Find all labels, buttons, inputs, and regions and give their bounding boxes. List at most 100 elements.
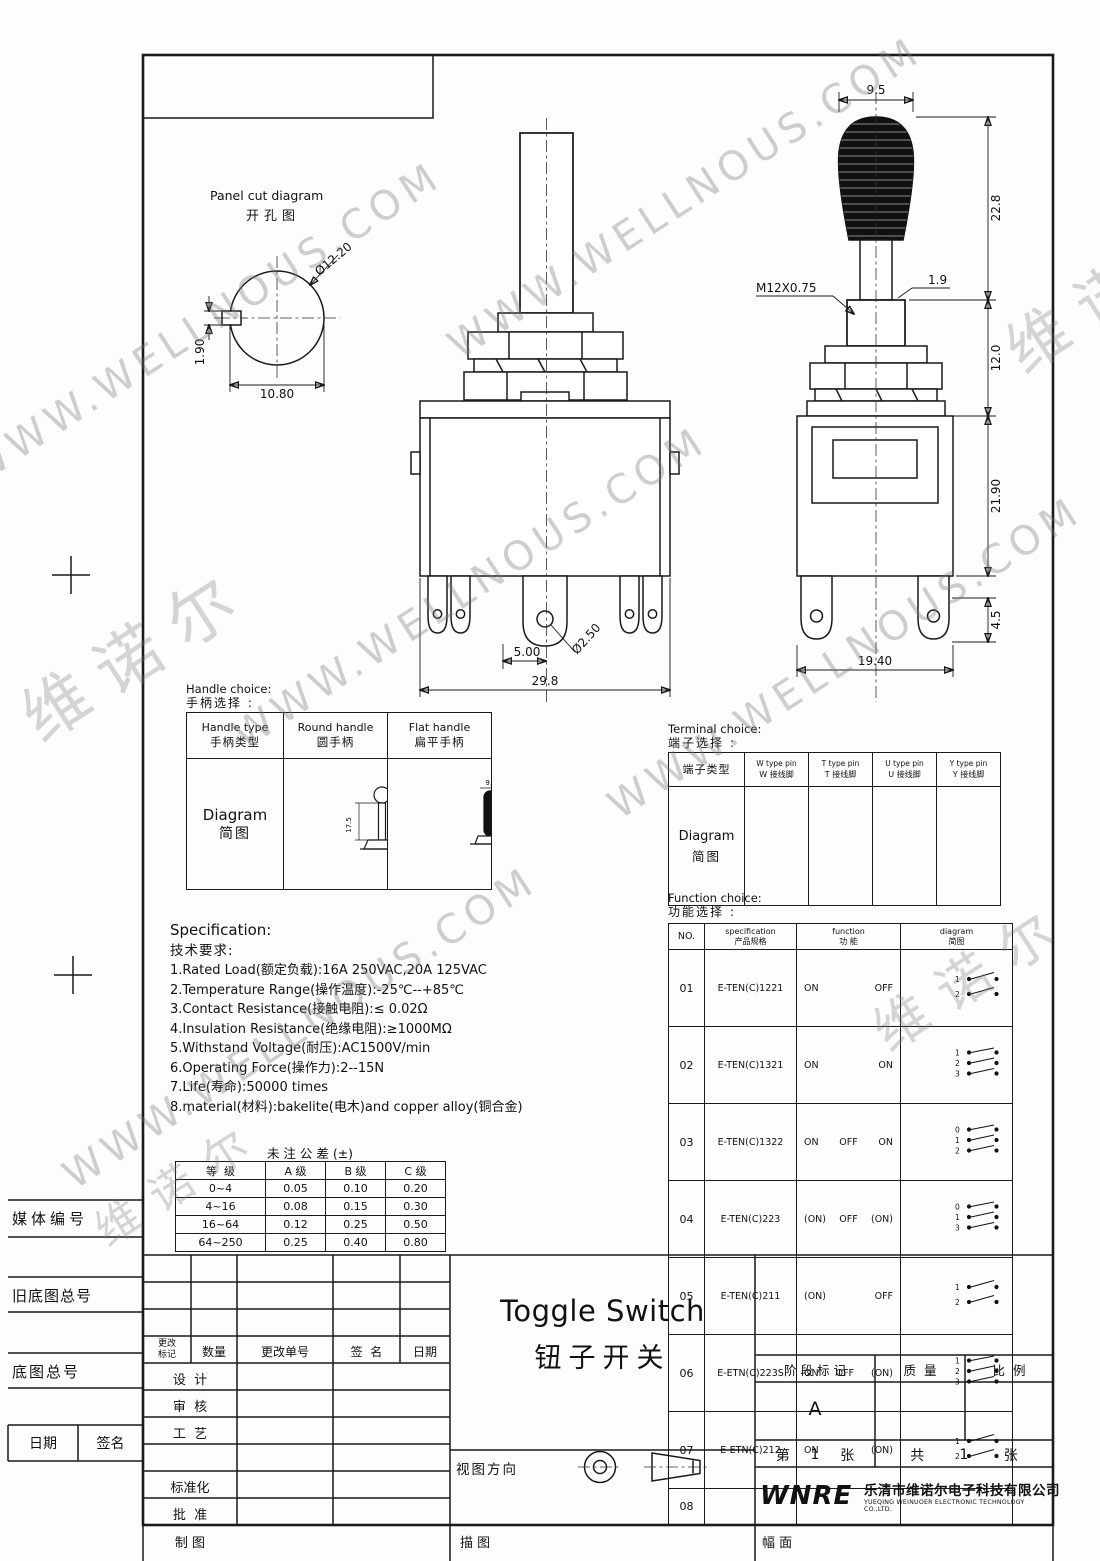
u-pin-cn: U 接线脚 xyxy=(888,769,921,779)
spec-item-7: 7.Life(寿命):50000 times xyxy=(170,1080,328,1095)
fn-06-f3: (ON) xyxy=(871,1367,893,1379)
fn-04-function: (ON)OFF(ON) xyxy=(796,1180,901,1258)
panel-cut-dia-dim: Ø12.20 xyxy=(312,239,355,278)
fn-03-no: 03 xyxy=(668,1103,705,1181)
tol-h-c: C 级 xyxy=(385,1161,446,1180)
spec-title-cn: 技术要求: xyxy=(170,943,234,959)
handle-diagram-cn: 简图 xyxy=(219,825,251,842)
spec-item-6: 6.Operating Force(操作力):2--15N xyxy=(170,1060,385,1076)
specification-block: Specification: 技术要求: 1.Rated Load(额定负载):… xyxy=(170,920,610,1117)
y-pin-en: Y type pin xyxy=(949,759,988,769)
flat-handle-diagram: 9.5 22.8 xyxy=(387,758,492,890)
margin-date: 日期 xyxy=(29,1436,57,1452)
function-choice-title-en: Function choice: xyxy=(668,891,762,905)
function-row-05: 05 E-TEN(C)211 (ON)OFF 1 2 xyxy=(668,1257,1013,1335)
svg-text:1: 1 xyxy=(955,1049,960,1058)
svg-text:1: 1 xyxy=(955,975,960,984)
spec-item-1: 1.Rated Load(额定负载):16A 250VAC,20A 125VAC xyxy=(170,963,487,978)
fn-03-diagram: 0 1 2 xyxy=(900,1103,1013,1181)
fn-02-diagram: 1 2 3 xyxy=(900,1026,1013,1104)
fn-05-spec: E-TEN(C)211 xyxy=(704,1257,797,1335)
fn-01-f1: ON xyxy=(804,982,819,994)
fn-06-diagram: 1 2 3 xyxy=(900,1334,1013,1412)
rev-mark-label: 更改标记 xyxy=(157,1339,176,1360)
product-title-cn: 钮子开关 xyxy=(534,1343,671,1374)
fn-04-f2: OFF xyxy=(839,1213,858,1225)
fn-08-spec xyxy=(704,1488,797,1525)
fn-03-f2: OFF xyxy=(839,1136,858,1148)
fn-01-no: 01 xyxy=(668,949,705,1027)
side-bush-dim: 12.0 xyxy=(989,345,1003,372)
panel-cut-notch-dim: 1.90 xyxy=(193,339,207,366)
rev-date-label: 日期 xyxy=(412,1345,437,1359)
handle-choice-title: Handle choice: 手柄选择 : xyxy=(186,682,272,710)
t-pin-diagram: 8.0 6.3 xyxy=(808,786,873,906)
round-handle-en: Round handle xyxy=(297,721,374,734)
fn-08-diagram xyxy=(900,1488,1013,1525)
svg-text:2: 2 xyxy=(955,1298,960,1307)
margin-old-base: 旧底图总号 xyxy=(12,1287,93,1305)
spec-item-2: 2.Temperature Range(操作温度):-25℃--+85℃ xyxy=(170,982,464,998)
fn-func-cn: 功 能 xyxy=(839,936,858,946)
fn-05-f3: OFF xyxy=(874,1290,893,1302)
stage-value: A xyxy=(808,1398,822,1420)
front-view: 5.00 Ø2.50 29.8 xyxy=(410,118,680,702)
function-row-07: 07 E-ETN(C)212 ON(ON) 1 2 xyxy=(668,1411,1013,1489)
tol-h-grade: 等 级 xyxy=(175,1161,266,1180)
approve-label: 批 准 xyxy=(172,1508,208,1523)
fn-04-no: 04 xyxy=(668,1180,705,1258)
draw-label: 制 图 xyxy=(174,1536,206,1551)
side-handle-width-dim: 9.5 xyxy=(866,83,885,97)
trace-label: 描 图 xyxy=(460,1536,491,1551)
y-pin-diagram: 13.1 4.8 xyxy=(936,786,1001,906)
fn-02-f1: ON xyxy=(804,1059,819,1071)
fn-diag-cn: 简图 xyxy=(948,936,965,946)
tol-h-b: B 级 xyxy=(325,1161,386,1180)
spec-item-3: 3.Contact Resistance(接触电阻):≤ 0.02Ω xyxy=(170,1002,428,1017)
panel-cut-width-dim: 10.80 xyxy=(260,387,294,401)
fn-spec-en: specification xyxy=(725,927,776,936)
company-logo: WNRE xyxy=(760,1481,853,1511)
fn-05-diagram: 1 2 xyxy=(900,1257,1013,1335)
fn-03-f3: ON xyxy=(878,1136,893,1148)
tolerance-title: 未 注 公 差 (±) xyxy=(266,1146,354,1161)
handle-choice-title-cn: 手柄选择 : xyxy=(186,695,254,710)
handle-type-cn: 手柄类型 xyxy=(210,735,260,749)
fn-no-label: NO. xyxy=(677,931,696,942)
svg-text:1: 1 xyxy=(955,1136,960,1145)
handle-choice-title-en: Handle choice: xyxy=(186,682,272,696)
svg-text:2: 2 xyxy=(955,1367,960,1376)
fn-05-no: 05 xyxy=(668,1257,705,1335)
svg-text:3: 3 xyxy=(955,1378,960,1387)
side-holepos-dim: 4.5 xyxy=(989,610,1003,629)
fn-07-no: 07 xyxy=(668,1411,705,1489)
function-row-04: 04 E-TEN(C)223 (ON)OFF(ON) 0 1 3 xyxy=(668,1180,1013,1258)
side-view: 9.5 22.8 12.0 21.90 4.5 1.9 M12X0.75 19 xyxy=(756,83,1003,702)
fn-01-spec: E-TEN(C)1221 xyxy=(704,949,797,1027)
view-direction-label: 视图方向 xyxy=(456,1462,518,1478)
fn-07-f3: (ON) xyxy=(871,1444,893,1456)
svg-text:3: 3 xyxy=(955,1224,960,1233)
fn-01-diagram: 1 2 xyxy=(900,949,1013,1027)
margin-base-no: 底图总号 xyxy=(12,1363,81,1381)
function-choice-title: Function choice: 功能选择 : xyxy=(668,891,762,919)
side-handle-len-dim: 22.8 xyxy=(989,195,1003,222)
